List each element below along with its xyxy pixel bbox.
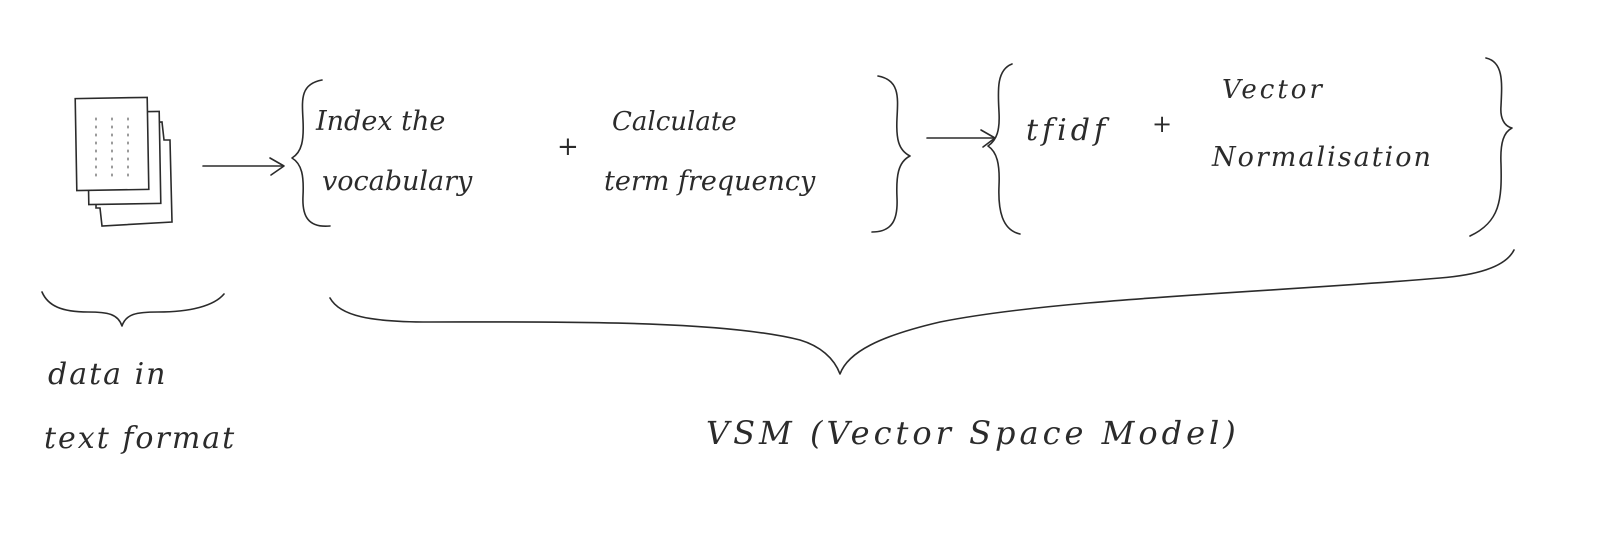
vsm-caption: VSM (Vector Space Model): [706, 414, 1240, 452]
data-in-text-format-line1: data in: [48, 357, 167, 392]
group2-right-brace: [1469, 57, 1513, 237]
index-vocabulary-line1: Index the: [315, 106, 445, 137]
vsm-underbrace: [329, 249, 1515, 375]
group1-right-brace: [871, 75, 911, 233]
group2-left-brace: [987, 63, 1021, 235]
arrow-to-indexing: [202, 157, 285, 176]
arrow-to-tfidf: [926, 129, 996, 148]
document-stack-icon: [74, 96, 173, 227]
plus-sign-1: +: [557, 132, 579, 162]
data-in-text-format-line2: text format: [44, 421, 236, 456]
tfidf-label: tfidf: [1026, 113, 1110, 148]
vector-normalisation-line2: Normalisation: [1211, 142, 1433, 173]
vector-normalisation-line1: Vector: [1222, 75, 1325, 105]
group1-left-brace: [291, 79, 331, 227]
plus-sign-2: +: [1152, 110, 1172, 138]
calculate-term-frequency-line2: term frequency: [604, 166, 816, 197]
data-underbrace: [41, 291, 225, 327]
calculate-term-frequency-line1: Calculate: [612, 107, 737, 137]
index-vocabulary-line2: vocabulary: [322, 166, 473, 197]
